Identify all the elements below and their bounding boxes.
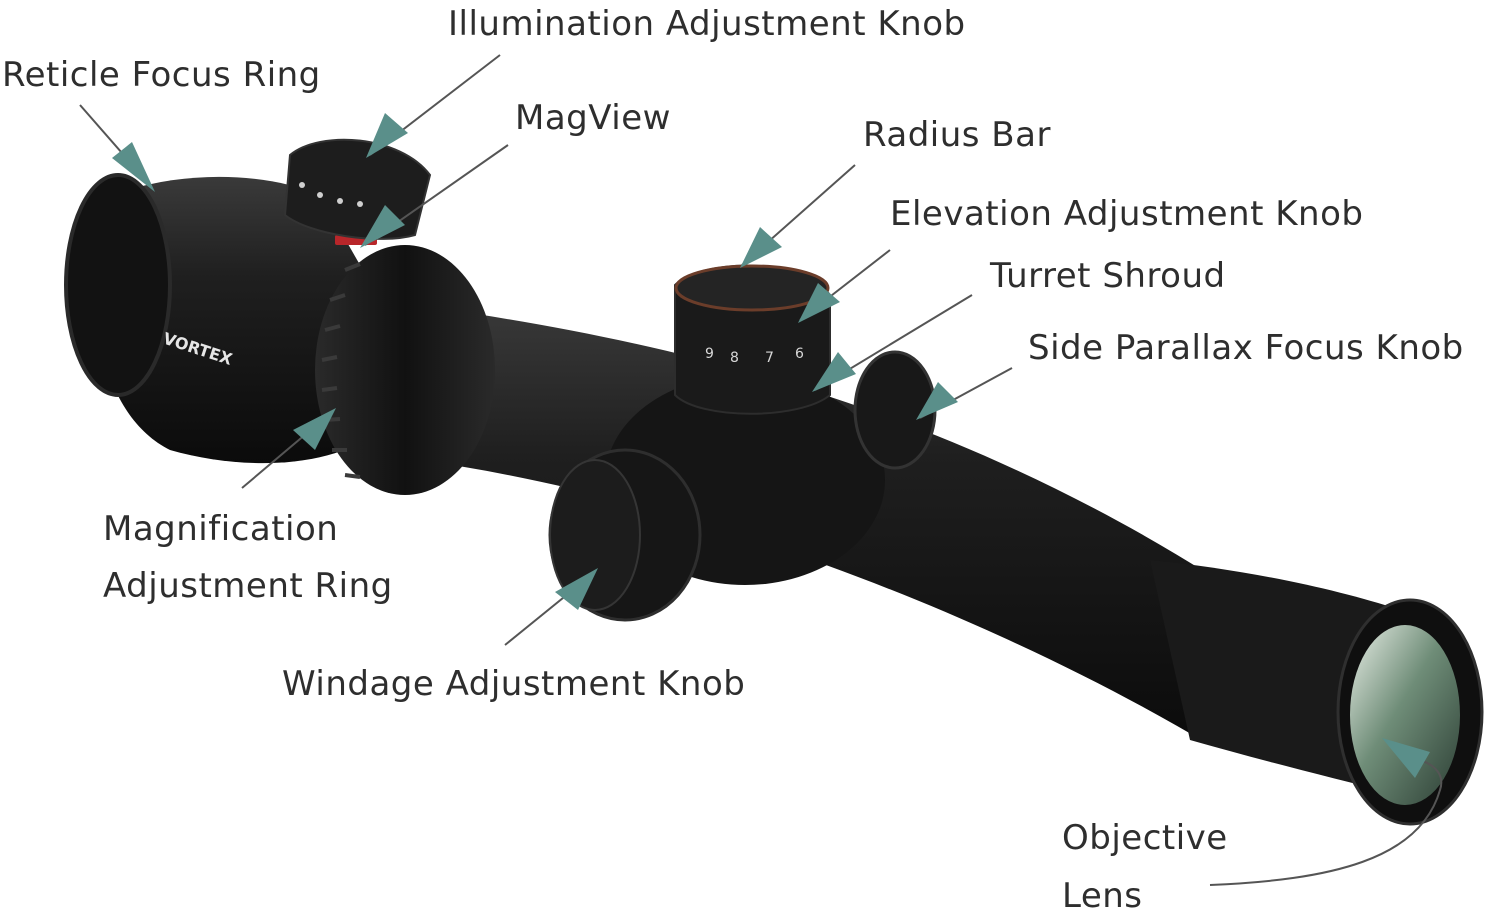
arrow-head-elevation (798, 283, 840, 323)
arrow-head-reticle-focus-ring (112, 142, 155, 192)
windage-cap (549, 459, 641, 611)
arrow-head-radius-bar (740, 227, 782, 268)
magnification-ring (315, 245, 495, 495)
label-reticle-focus-ring: Reticle Focus Ring (2, 55, 321, 95)
illumination-knob-dots (299, 182, 363, 207)
label-objective-line1: Objective (1062, 818, 1228, 858)
magnification-ring-knurl (321, 262, 361, 479)
illumination-knob (283, 138, 432, 240)
svg-text:6: 6 (795, 346, 804, 362)
objective-lens (1350, 625, 1460, 805)
callout-arrows (79, 54, 1443, 886)
label-radius-bar: Radius Bar (863, 115, 1051, 155)
label-magnification-line1: Magnification (103, 509, 339, 549)
label-illumination-adjustment-knob: Illumination Adjustment Knob (448, 4, 966, 44)
reticle-focus-ring (64, 173, 172, 397)
svg-text:9: 9 (705, 346, 714, 362)
label-magview: MagView (515, 98, 671, 138)
arrow-objective-lens (1209, 759, 1443, 886)
radius-bar (674, 264, 830, 312)
arrow-head-side-parallax (916, 382, 958, 420)
arrow-head-magview (360, 205, 405, 248)
svg-text:8: 8 (730, 350, 739, 366)
arrow-head-windage (555, 568, 598, 610)
arrow-head-magnification (293, 408, 336, 450)
label-windage-adjustment-knob: Windage Adjustment Knob (282, 664, 746, 704)
arrow-head-objective-lens (1382, 738, 1430, 778)
label-objective-line2: Lens (1062, 876, 1143, 916)
arrow-head-illumination (366, 113, 408, 158)
arrow-head-turret-shroud (812, 352, 856, 392)
label-elevation-adjustment-knob: Elevation Adjustment Knob (890, 194, 1364, 234)
label-turret-shroud: Turret Shroud (990, 256, 1226, 296)
label-magnification-line2: Adjustment Ring (103, 566, 393, 606)
label-side-parallax-focus-knob: Side Parallax Focus Knob (1028, 328, 1464, 368)
svg-text:7: 7 (765, 350, 774, 366)
